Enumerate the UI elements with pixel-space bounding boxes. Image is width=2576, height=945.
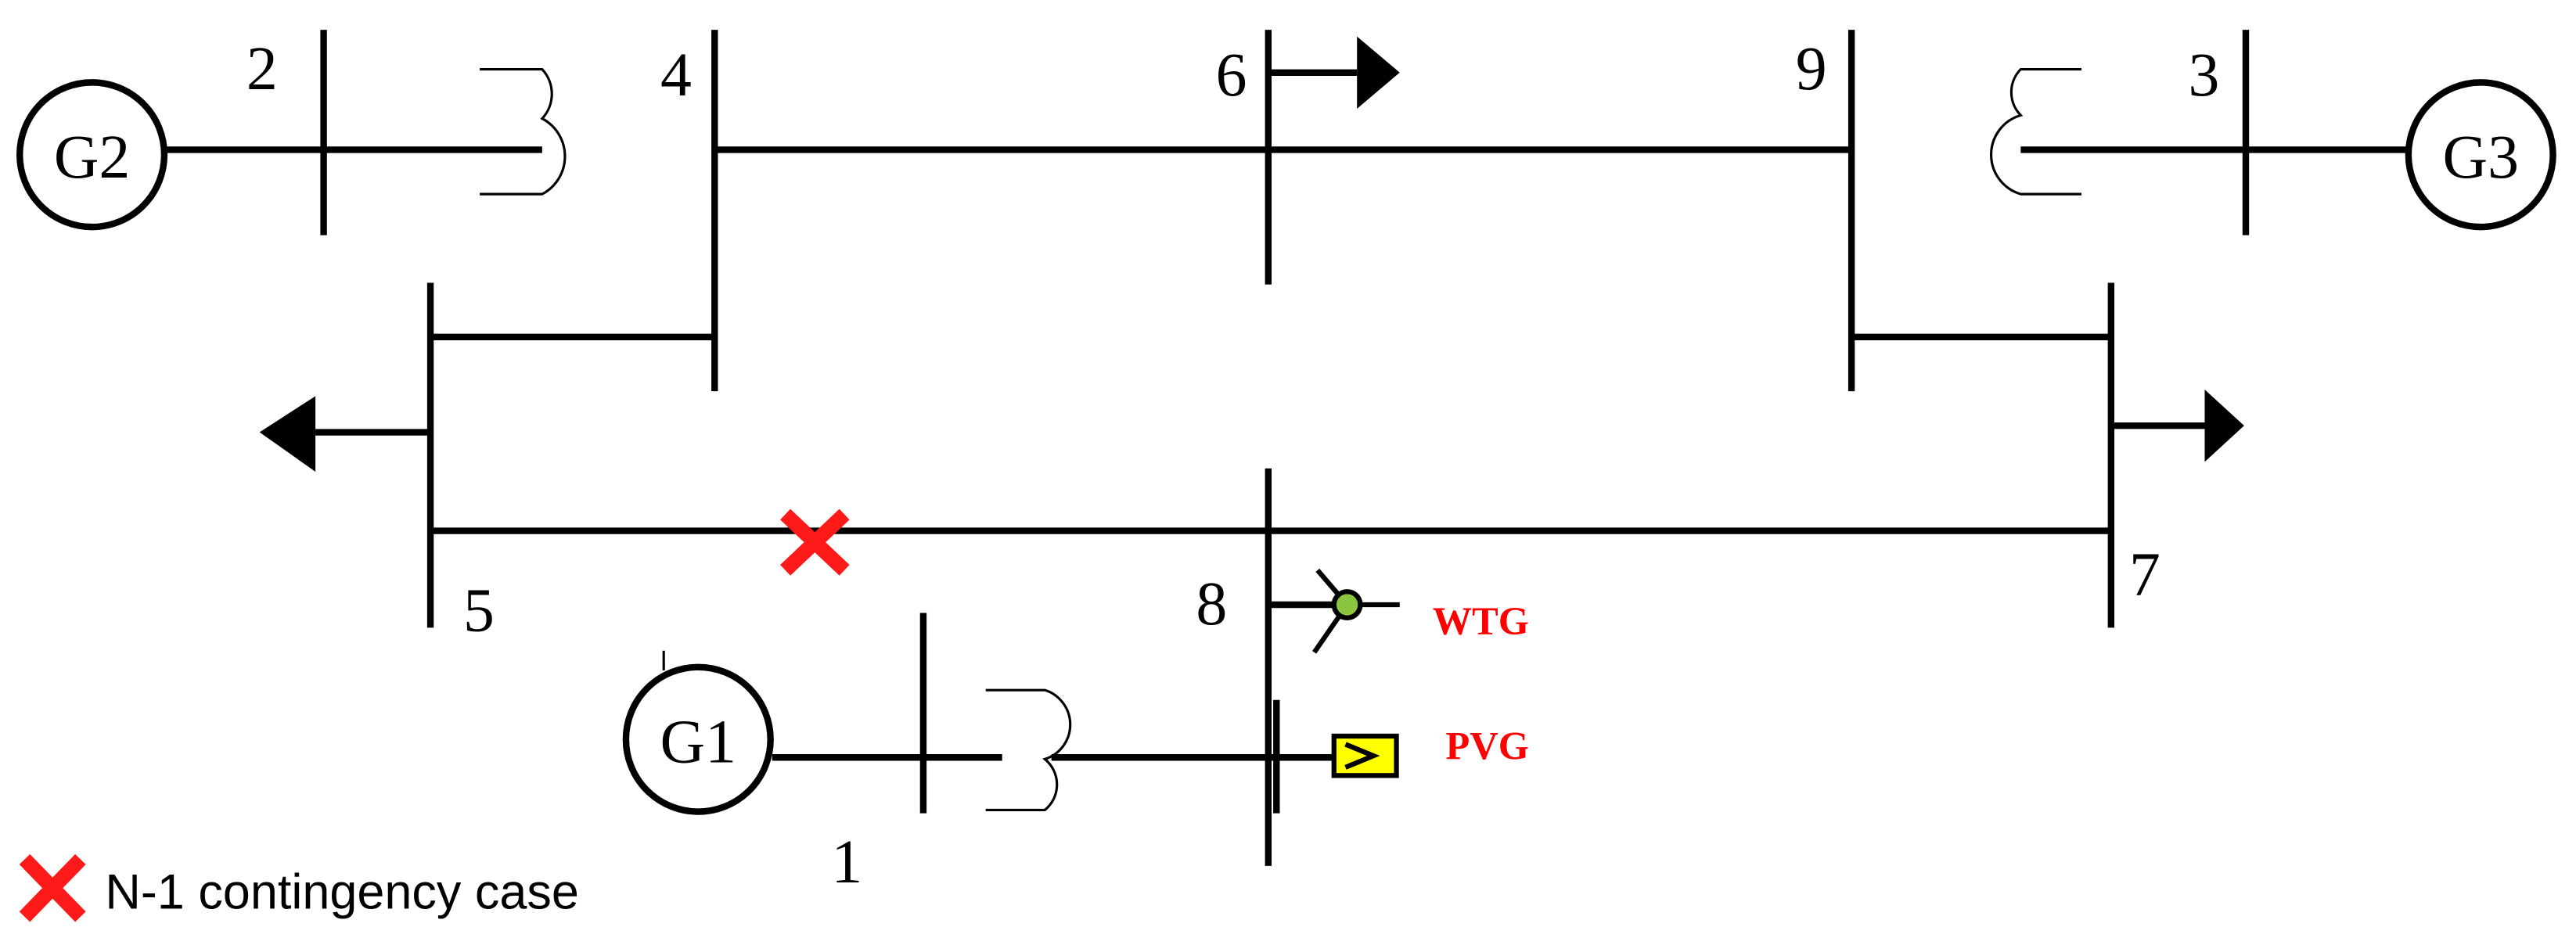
- g3-circle-icon: [2405, 79, 2556, 231]
- transformer-bus9-bus3: [1990, 68, 2082, 196]
- pv-panel-icon: [1331, 733, 1399, 778]
- bus-label-3: 3: [2189, 41, 2220, 110]
- wind-hub: [1331, 589, 1363, 620]
- load-bus7: [2110, 389, 2244, 462]
- wind-turbine-icon: [1311, 568, 1400, 654]
- legend-cross-icon: [19, 853, 86, 922]
- load-bus5: [259, 396, 431, 472]
- load-bus5-arrow-icon: [259, 396, 316, 472]
- g1-circle-icon: [622, 663, 774, 815]
- g2-circle-icon: [16, 79, 168, 231]
- load-bus6-arrow-icon: [1357, 36, 1400, 109]
- contingency-cross-icon: [780, 508, 850, 576]
- g2-label: G2: [54, 123, 131, 192]
- legend-cross-b: [19, 853, 86, 922]
- bus-label-7: 7: [2129, 540, 2160, 609]
- bus-label-5: 5: [463, 577, 495, 645]
- load-bus6: [1268, 36, 1400, 109]
- pv-chevron: [1344, 742, 1380, 770]
- bus-label-8: 8: [1196, 570, 1227, 638]
- bus-label-4: 4: [660, 41, 692, 110]
- legend-label: N-1 contingency case: [105, 864, 579, 919]
- bus-label-1: 1: [831, 828, 862, 896]
- bus-label-2: 2: [246, 34, 278, 103]
- generator-g1: G1: [622, 650, 774, 815]
- contingency-cross-b: [780, 508, 850, 576]
- transformer-bus2-bus4: [480, 68, 567, 196]
- generator-g2: G2: [16, 79, 168, 231]
- legend: N-1 contingency case: [19, 853, 579, 922]
- bus-label-6: 6: [1216, 41, 1247, 110]
- pv-box: [1331, 733, 1399, 778]
- bus-label-9: 9: [1796, 34, 1827, 103]
- transformer-bus1-bus8: [985, 688, 1072, 812]
- g1-label: G1: [660, 708, 737, 777]
- generator-g3: G3: [2405, 79, 2556, 231]
- wtg-label: WTG: [1433, 599, 1529, 643]
- pvg-label: PVG: [1446, 724, 1529, 767]
- load-bus7-arrow-icon: [2204, 389, 2244, 462]
- g3-label: G3: [2442, 123, 2519, 192]
